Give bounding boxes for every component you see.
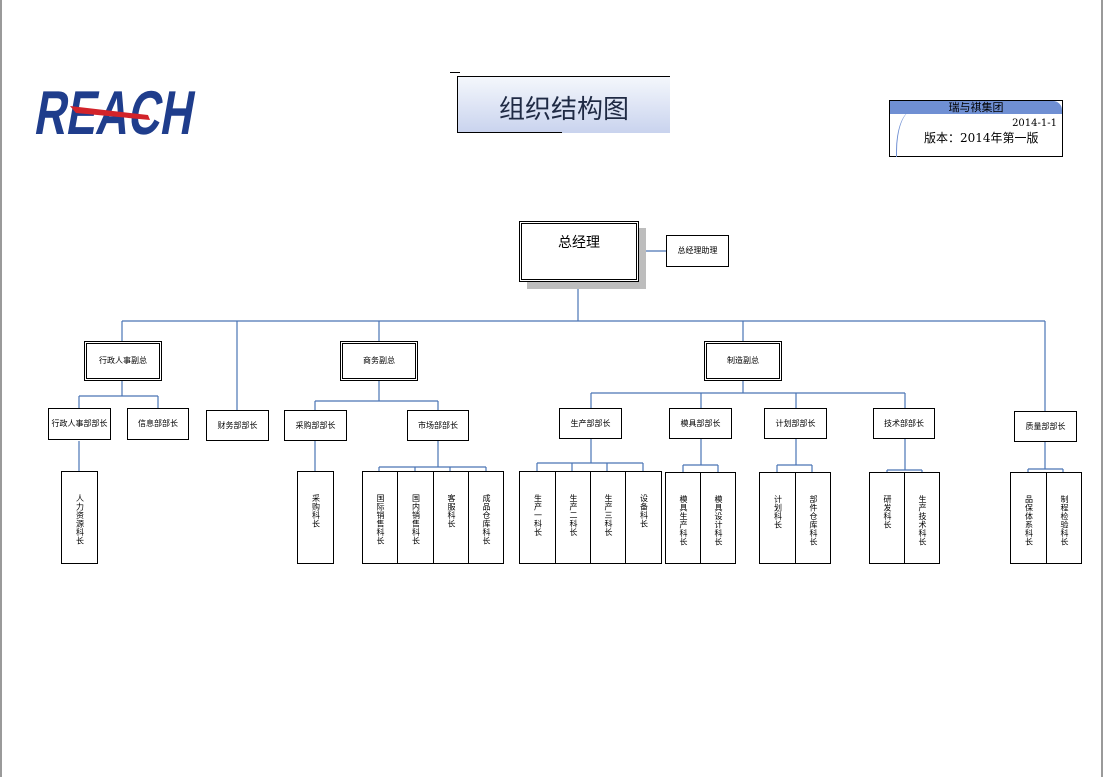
vp-business-label: 商务副总 [363, 356, 395, 365]
section-parts-warehouse-box: 部件仓库科长 [795, 472, 831, 564]
vp-admin-box: 行政人事副总 [84, 341, 162, 381]
dept-purchase-label: 采购部部长 [295, 420, 336, 430]
section-process-qc-label: 制程检验科长 [1060, 495, 1069, 546]
section-intl-sales-label: 国际销售科长 [376, 494, 385, 545]
version-label: 版本：2014年第一版 [924, 131, 1039, 145]
assistant-label: 总经理助理 [677, 246, 718, 255]
dept-finance-label: 财务部部长 [217, 420, 258, 430]
title-underline [457, 132, 562, 133]
section-mold-production-label: 模具生产科长 [679, 495, 688, 546]
section-process-qc-box: 制程检验科长 [1046, 472, 1082, 564]
section-prod-tech-box: 生产技术科长 [904, 472, 940, 564]
company-tab: 瑞与祺集团 [890, 101, 1062, 114]
section-export-warehouse-box: 成品仓库科长 [468, 471, 504, 564]
section-prod1-box: 生产一科长 [519, 471, 556, 564]
section-mold-design-box: 模具设计科长 [700, 472, 736, 564]
dept-quality-label: 质量部部长 [1025, 421, 1066, 431]
section-rnd-box: 研发科长 [869, 472, 905, 564]
diagram-title: 组织结构图 [498, 95, 629, 125]
dept-quality-box: 质量部部长 [1014, 411, 1077, 442]
dept-hr-label: 行政人事部部长 [51, 419, 108, 428]
section-customer-service-box: 客服科长 [433, 471, 469, 564]
section-export-warehouse-label: 成品仓库科长 [482, 494, 491, 545]
section-plan-label: 计划科长 [773, 495, 783, 529]
page-frame-left [0, 0, 2, 777]
vp-mfg-label: 制造副总 [727, 356, 759, 365]
version-arc-decoration [896, 111, 913, 157]
vp-mfg-box: 制造副总 [704, 341, 782, 381]
section-prod3-box: 生产三科长 [590, 471, 626, 564]
logo-text: REACH [30, 82, 200, 140]
section-hr-admin-box: 人力资源科长 [61, 471, 98, 564]
title-corner-mark [450, 72, 460, 73]
section-mold-production-box: 模具生产科长 [665, 472, 701, 564]
section-customer-service-label: 客服科长 [447, 494, 456, 528]
dept-finance-box: 财务部部长 [206, 410, 269, 441]
dept-market-label: 市场部部长 [418, 420, 458, 430]
section-prod1-label: 生产一科长 [533, 494, 543, 537]
dept-mold-box: 模具部部长 [669, 408, 732, 439]
section-qa-system-box: 品保体系科长 [1010, 472, 1047, 564]
dept-hr-box: 行政人事部部长 [48, 408, 111, 440]
dept-info-label: 信息部部长 [138, 419, 178, 428]
section-prod2-box: 生产二科长 [555, 471, 591, 564]
diagram-title-box: 组织结构图 [450, 72, 670, 133]
section-plan-box: 计划科长 [759, 472, 796, 564]
section-equipment-label: 设备科长 [639, 494, 649, 528]
section-equipment-box: 设备科长 [625, 471, 662, 564]
dept-info-box: 信息部部长 [127, 408, 189, 440]
logo-swoosh [70, 106, 150, 120]
section-domestic-sales-label: 国内销售科长 [411, 494, 421, 545]
assistant-box: 总经理助理 [666, 235, 729, 267]
dept-tech-label: 技术部部长 [884, 418, 924, 428]
section-parts-warehouse-label: 部件仓库科长 [809, 495, 818, 546]
version-box: 瑞与祺集团 2014-1-1 版本：2014年第一版 [889, 100, 1063, 157]
dept-tech-box: 技术部部长 [873, 408, 935, 439]
page-frame-right [1101, 0, 1103, 777]
section-rnd-label: 研发科长 [883, 495, 892, 529]
dept-market-box: 市场部部长 [407, 410, 469, 441]
section-domestic-sales-box: 国内销售科长 [397, 471, 434, 564]
ceo-label: 总经理 [558, 235, 600, 251]
dept-planning-label: 计划部部长 [775, 418, 816, 428]
section-prod2-label: 生产二科长 [569, 494, 578, 537]
vp-business-box: 商务副总 [340, 341, 418, 381]
dept-production-box: 生产部部长 [559, 408, 622, 439]
version-date: 2014-1-1 [1012, 118, 1057, 129]
dept-mold-label: 模具部部长 [680, 418, 721, 428]
dept-purchase-box: 采购部部长 [284, 410, 347, 441]
section-prod3-label: 生产三科长 [604, 494, 613, 537]
section-intl-sales-box: 国际销售科长 [362, 471, 398, 564]
section-purchase-label: 采购科长 [311, 494, 321, 528]
company-name: 瑞与祺集团 [948, 101, 1004, 114]
reach-logo: REACH [30, 82, 200, 140]
vp-admin-label: 行政人事副总 [99, 356, 147, 365]
section-prod-tech-label: 生产技术科长 [918, 495, 927, 546]
dept-planning-box: 计划部部长 [764, 408, 827, 439]
section-mold-design-label: 模具设计科长 [714, 495, 723, 546]
section-hr-admin-label: 人力资源科长 [75, 494, 85, 545]
section-qa-system-label: 品保体系科长 [1024, 495, 1034, 546]
ceo-box: 总经理 [519, 221, 639, 282]
section-purchase-box: 采购科长 [297, 471, 334, 564]
dept-production-label: 生产部部长 [570, 418, 611, 428]
